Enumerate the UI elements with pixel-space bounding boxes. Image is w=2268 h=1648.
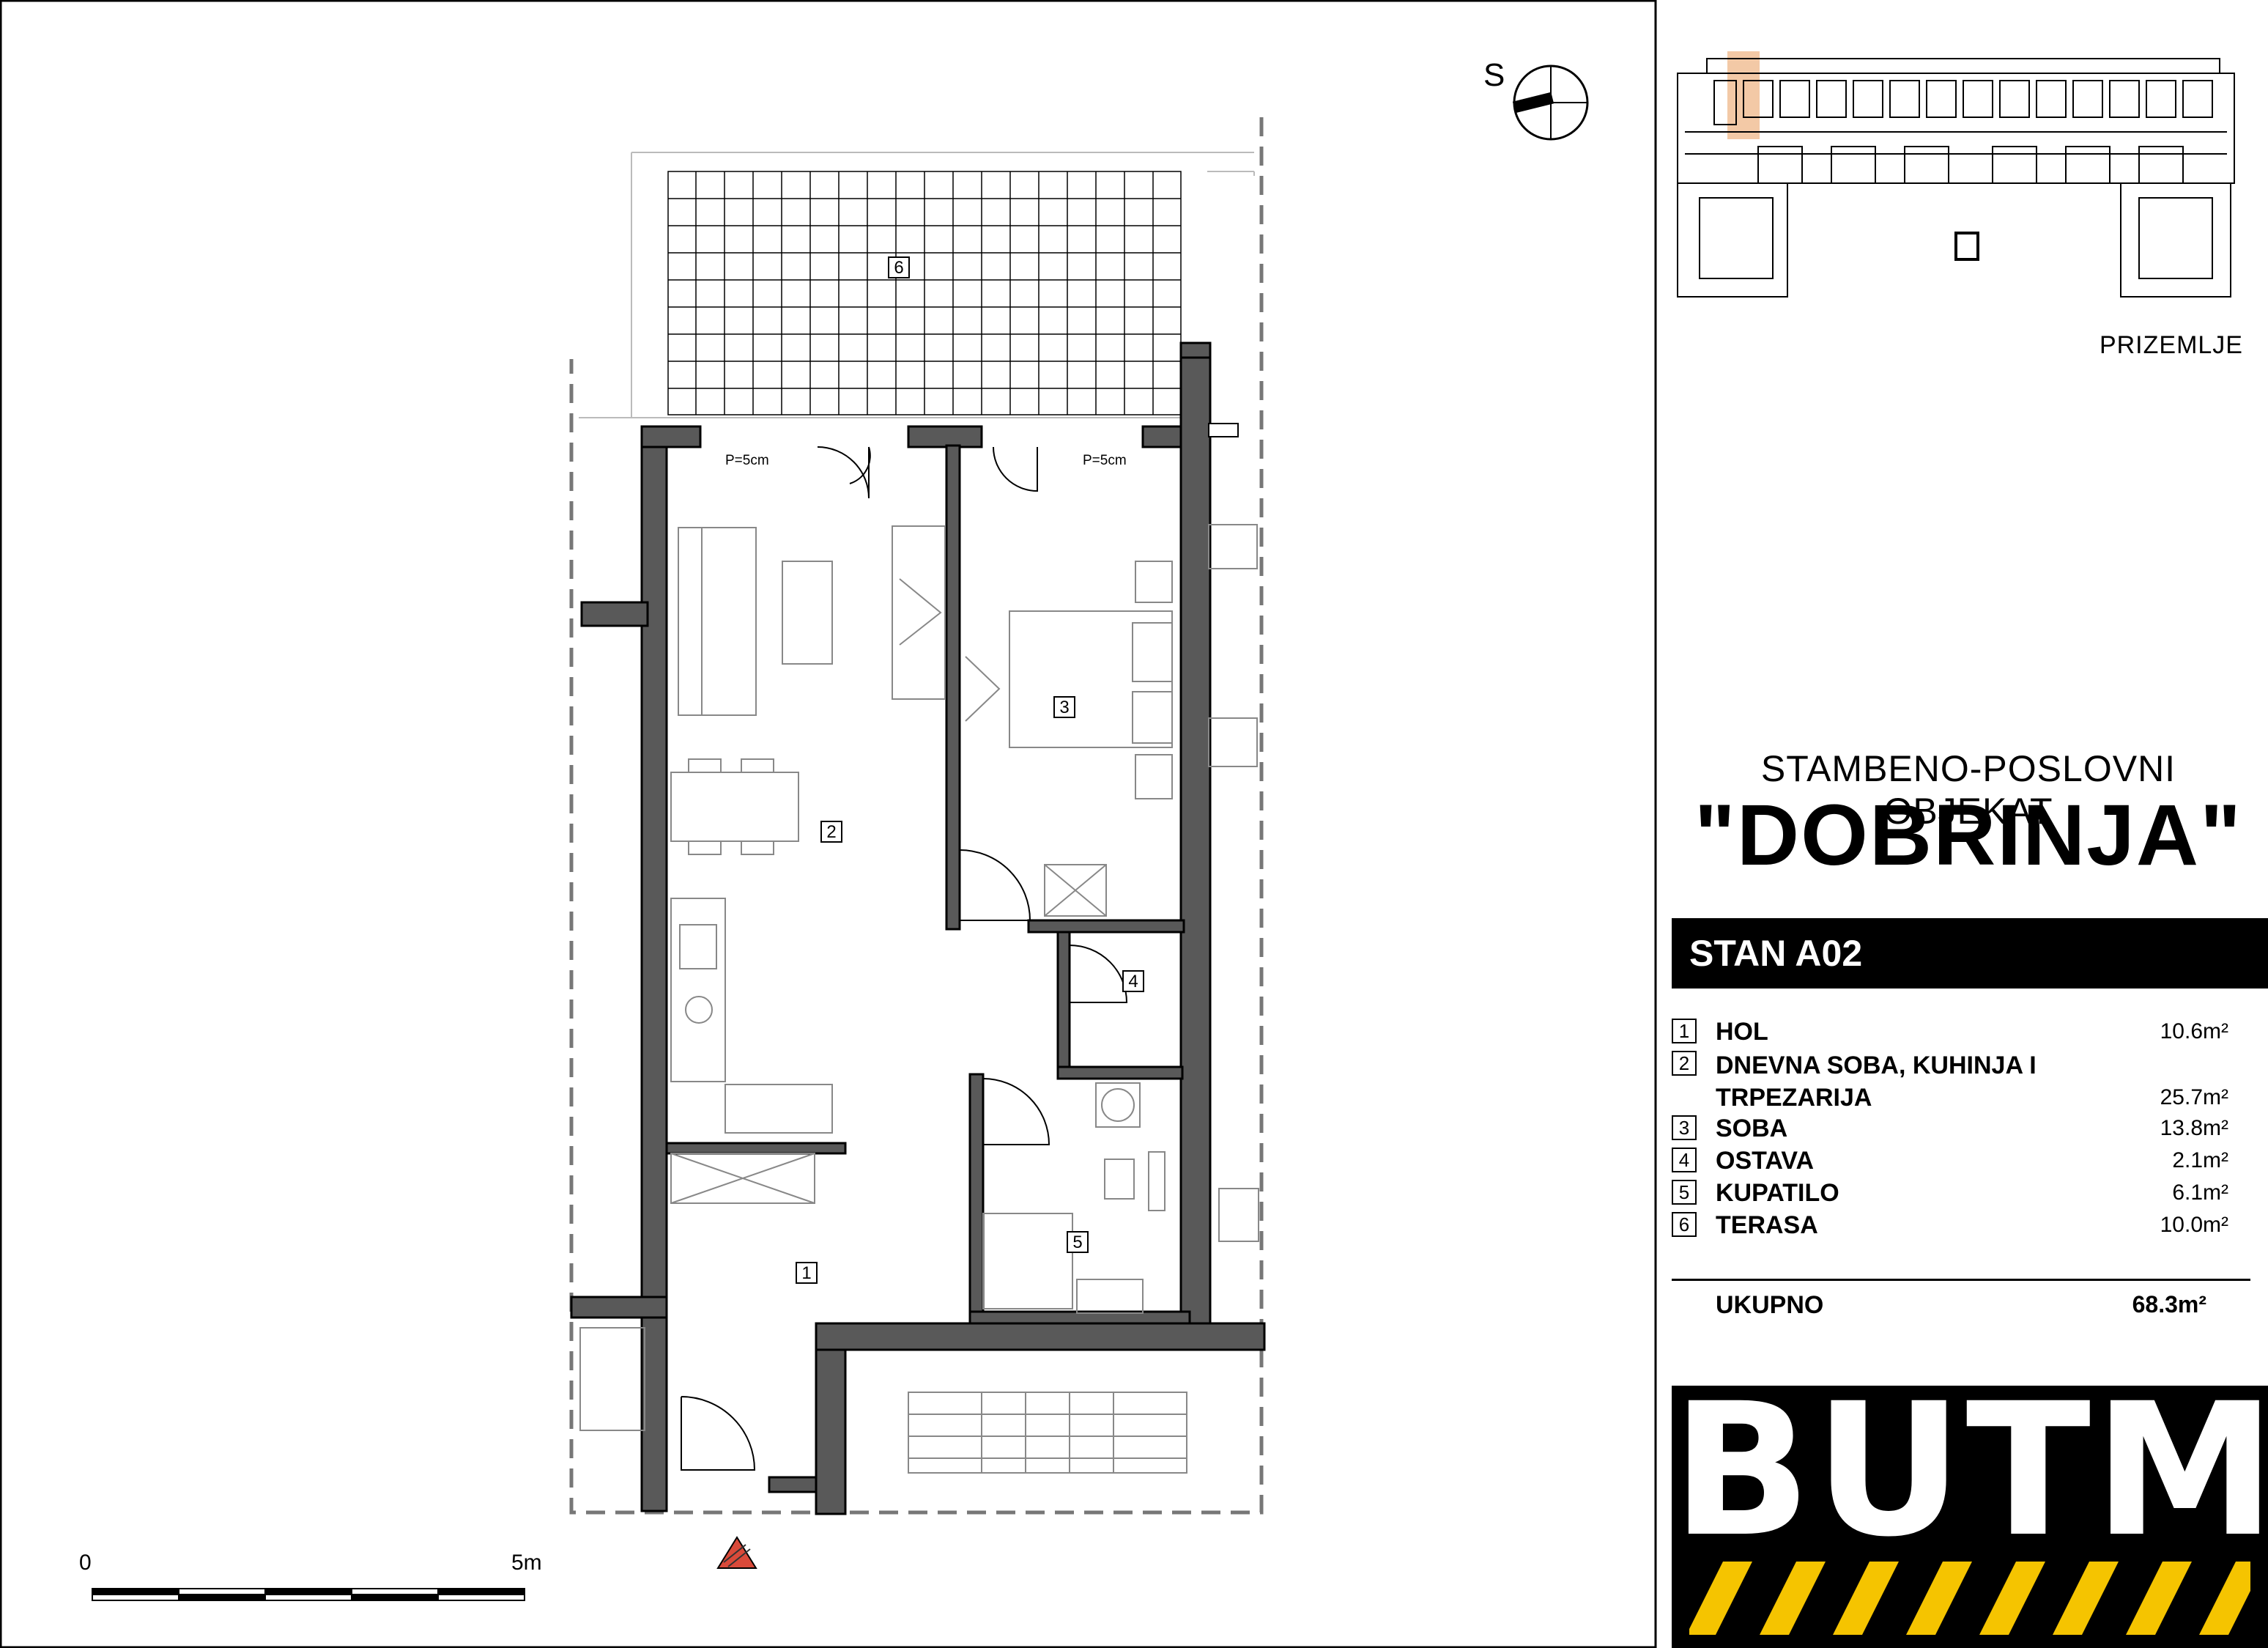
room-number: 6 — [1672, 1212, 1697, 1237]
plan-tag-room-6: 6 — [888, 256, 910, 278]
total-divider — [1672, 1279, 2250, 1281]
project-subtitle: STAMBENO-POSLOVNI OBJEKAT — [1760, 748, 2176, 832]
scale-bar — [92, 1588, 525, 1601]
room-row: 1 HOL 10.6m² — [1672, 1017, 2258, 1049]
plan-tag-room-3: 3 — [1053, 696, 1075, 718]
floor-label: PRIZEMLJE — [2099, 331, 2243, 359]
bedroom-furniture — [965, 524, 1258, 917]
room-row: 2 DNEVNA SOBA, KUHINJA I TRPEZARIJA 25.7… — [1672, 1049, 2258, 1114]
doors — [681, 446, 1128, 1471]
room-area: 10.0m² — [2160, 1213, 2228, 1237]
total-label: UKUPNO — [1716, 1291, 1824, 1319]
entrance-marker-icon — [716, 1536, 757, 1569]
scale-start-label: 0 — [79, 1551, 92, 1575]
living-furniture — [670, 525, 946, 1204]
room-row: 3 SOBA 13.8m² — [1672, 1114, 2258, 1146]
key-plan — [1677, 51, 2235, 298]
room-table: 1 HOL 10.6m² 2 DNEVNA SOBA, KUHINJA I TR… — [1672, 1017, 2258, 1243]
room-row: 6 TERASA 10.0m² — [1672, 1211, 2258, 1243]
scale-end-label: 5m — [511, 1551, 542, 1575]
threshold-label-living: P=5cm — [725, 453, 769, 468]
bathroom-fixtures — [579, 1082, 1259, 1474]
room-name: OSTAVA — [1716, 1147, 1815, 1175]
room-number: 4 — [1672, 1148, 1697, 1172]
butmir-logo: BUTMIR — [1672, 1386, 2268, 1648]
project-title: "DOBRINJA" — [1694, 787, 2243, 884]
room-row: 4 OSTAVA 2.1m² — [1672, 1146, 2258, 1178]
terrace-tiles — [667, 171, 1182, 415]
logo-text: BUTMIR — [1672, 1386, 2268, 1577]
room-name: KUPATILO — [1716, 1179, 1839, 1207]
plan-tag-room-4: 4 — [1122, 970, 1144, 992]
room-number: 5 — [1672, 1180, 1697, 1205]
room-area: 13.8m² — [2160, 1116, 2228, 1140]
room-name: HOL — [1716, 1018, 1768, 1046]
compass-icon — [1512, 64, 1589, 141]
room-area: 10.6m² — [2160, 1019, 2228, 1043]
room-number: 3 — [1672, 1115, 1697, 1140]
total-value: 68.3m² — [2132, 1291, 2206, 1318]
room-area: 25.7m² — [2160, 1085, 2228, 1109]
room-area: 2.1m² — [2172, 1148, 2228, 1172]
plan-tag-room-5: 5 — [1067, 1231, 1089, 1253]
compass-letter: S — [1483, 57, 1505, 93]
room-number: 1 — [1672, 1019, 1697, 1043]
plan-tag-room-1: 1 — [796, 1262, 818, 1284]
plan-tag-room-2: 2 — [820, 821, 842, 843]
room-row: 5 KUPATILO 6.1m² — [1672, 1178, 2258, 1211]
room-area: 6.1m² — [2172, 1180, 2228, 1205]
room-name: TERASA — [1716, 1211, 1818, 1239]
room-number: 2 — [1672, 1051, 1697, 1076]
room-name: DNEVNA SOBA, KUHINJA I TRPEZARIJA — [1716, 1052, 2037, 1112]
hazard-stripe-icon — [1689, 1562, 2250, 1635]
walls — [570, 341, 1266, 1515]
apartment-label: STAN A02 — [1672, 918, 2268, 989]
room-name: SOBA — [1716, 1115, 1788, 1142]
threshold-label-bedroom: P=5cm — [1083, 453, 1127, 468]
boundary-dashed — [569, 117, 1264, 1515]
